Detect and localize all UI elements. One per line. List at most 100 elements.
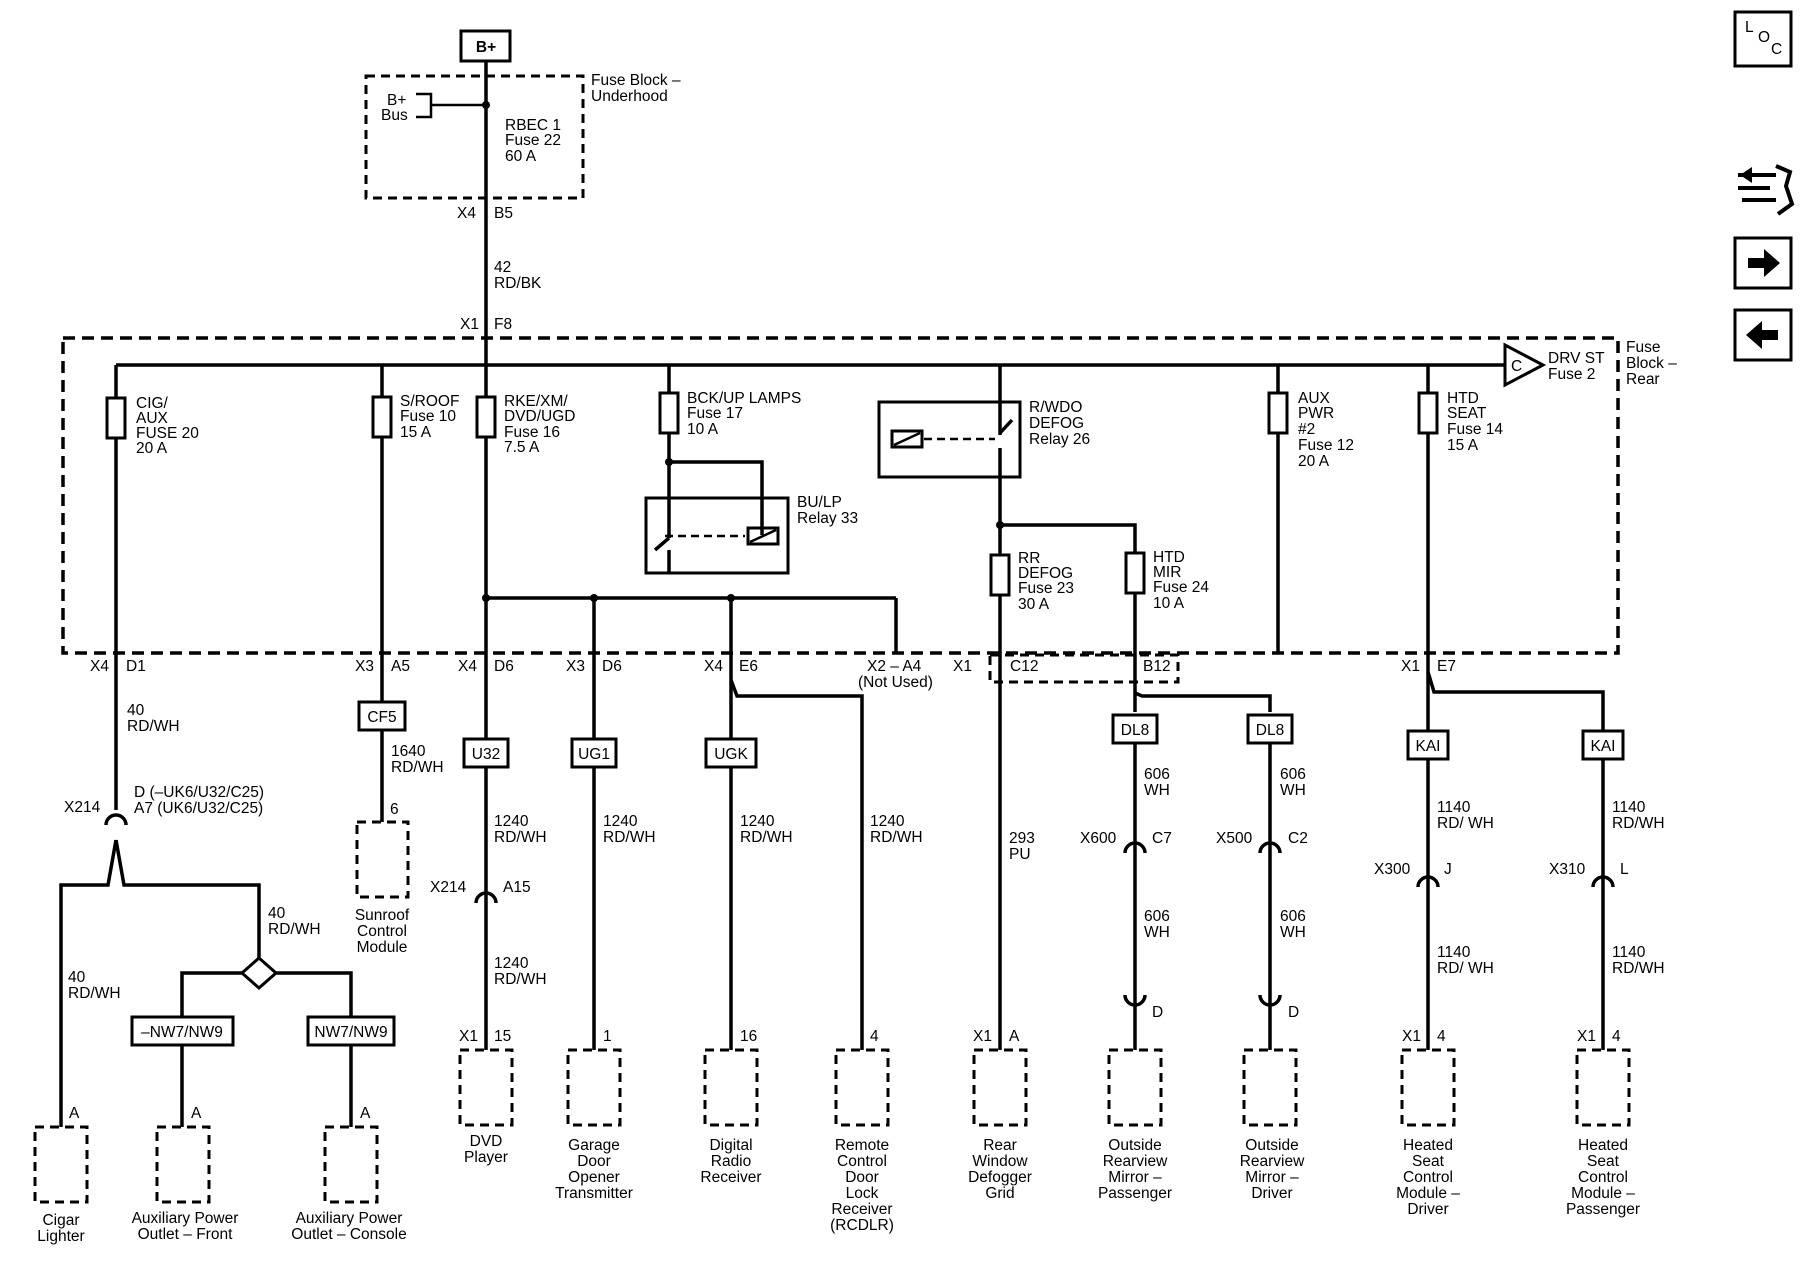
dvd-1: DVD bbox=[470, 1133, 503, 1150]
splice-diamond bbox=[239, 955, 279, 991]
hsd-3: Control bbox=[1403, 1169, 1453, 1186]
battery-positive-label: B+ bbox=[476, 39, 496, 56]
option-ug1-label: UG1 bbox=[578, 746, 610, 763]
rke-fuse-4: 7.5 A bbox=[504, 439, 540, 456]
option-cf5-label: CF5 bbox=[367, 709, 396, 726]
rke-fuse-2: DVD/UGD bbox=[504, 408, 575, 425]
rcdlr-2: Control bbox=[837, 1153, 887, 1170]
w40c-2: RD/WH bbox=[68, 985, 121, 1002]
rke-fuse bbox=[475, 395, 497, 439]
x310-connector bbox=[1591, 875, 1615, 888]
w606d-1: 606 bbox=[1280, 908, 1306, 925]
dvd-player bbox=[458, 1048, 514, 1127]
sunroof-2: Control bbox=[357, 923, 407, 940]
option-ug1 bbox=[570, 737, 618, 769]
w40c-1: 40 bbox=[68, 969, 86, 986]
rwdo-relay-coil bbox=[890, 429, 924, 449]
w1240e-2: RD/WH bbox=[870, 829, 923, 846]
apof-pin: A bbox=[191, 1105, 202, 1122]
mird-3: Mirror – bbox=[1245, 1169, 1299, 1186]
sroof-fuse bbox=[371, 395, 393, 439]
w606d-2: WH bbox=[1280, 924, 1306, 941]
w1140c-1: 1140 bbox=[1437, 944, 1471, 961]
conn-1a: X4 bbox=[90, 658, 109, 675]
loc-c: C bbox=[1771, 41, 1782, 58]
locator-icon[interactable]: L O C bbox=[1733, 10, 1793, 68]
sroof-fuse-3: 15 A bbox=[400, 424, 432, 441]
w40b-1: 40 bbox=[268, 905, 286, 922]
feed-circuit: 42 bbox=[494, 259, 511, 276]
forward-arrow-icon[interactable] bbox=[1733, 236, 1793, 290]
digital-radio-receiver bbox=[703, 1048, 759, 1127]
apoc-1: Auxiliary Power bbox=[296, 1210, 403, 1227]
bck-fuse-2: Fuse 17 bbox=[687, 405, 743, 422]
option-dl8-d-label: DL8 bbox=[1256, 722, 1284, 739]
rwdo-relay-3: Relay 26 bbox=[1029, 431, 1090, 448]
radio-1: Digital bbox=[709, 1137, 752, 1154]
w1140a-1: 1140 bbox=[1437, 799, 1471, 816]
w1240b-1: 1240 bbox=[494, 955, 529, 972]
cigar-pin: A bbox=[69, 1105, 80, 1122]
option-nnw7-label: –NW7/NW9 bbox=[141, 1024, 223, 1041]
sunroof-3: Module bbox=[357, 939, 408, 956]
mirp-1: Outside bbox=[1108, 1137, 1161, 1154]
radio-2: Radio bbox=[711, 1153, 752, 1170]
rr-fuse-3: Fuse 23 bbox=[1018, 580, 1074, 597]
drv-st-label-1: DRV ST bbox=[1548, 350, 1605, 367]
garage-1: Garage bbox=[568, 1137, 620, 1154]
htd-seat-fuse bbox=[1417, 391, 1439, 435]
w606b-1: 606 bbox=[1280, 766, 1306, 783]
w1140b-1: 1140 bbox=[1612, 799, 1646, 816]
radio-3: Receiver bbox=[700, 1169, 761, 1186]
hsd-5: Driver bbox=[1407, 1201, 1448, 1218]
x214-a15-connector bbox=[474, 891, 498, 904]
conn-3b: D6 bbox=[494, 658, 514, 675]
w1240d-1: 1240 bbox=[740, 813, 775, 830]
w606a-2: WH bbox=[1144, 782, 1170, 799]
aux-fuse-4: Fuse 12 bbox=[1298, 437, 1354, 454]
rcdlr-4: Lock bbox=[846, 1185, 879, 1202]
option-dl8-p-label: DL8 bbox=[1121, 722, 1149, 739]
option-ugk bbox=[704, 737, 758, 769]
sroof-fuse-2: Fuse 10 bbox=[400, 408, 456, 425]
dvd-pin: 15 bbox=[494, 1028, 511, 1045]
mirror-driver bbox=[1242, 1048, 1298, 1127]
mirp-3: Mirror – bbox=[1108, 1169, 1162, 1186]
garage-2: Door bbox=[577, 1153, 611, 1170]
cig-fuse-4: 20 A bbox=[136, 440, 168, 457]
sunroof-1: Sunroof bbox=[355, 907, 410, 924]
option-kai-p-label: KAI bbox=[1591, 738, 1616, 755]
aux-fuse-1: AUX bbox=[1298, 390, 1331, 407]
conn-8: B12 bbox=[1143, 658, 1171, 675]
defog-1: Rear bbox=[983, 1137, 1017, 1154]
rcdlr-3: Door bbox=[845, 1169, 879, 1186]
rwdo-relay-2: DEFOG bbox=[1029, 415, 1084, 432]
option-nnw7 bbox=[130, 1015, 235, 1047]
option-nw7-label: NW7/NW9 bbox=[314, 1024, 387, 1041]
c12-b12-connector-outline bbox=[988, 653, 1180, 684]
feed-color: RD/BK bbox=[494, 275, 542, 292]
conn-6b: (Not Used) bbox=[858, 674, 933, 691]
rbec-fuse-label-2: Fuse 22 bbox=[505, 132, 561, 149]
bulp-relay-1: BU/LP bbox=[797, 494, 842, 511]
option-kai-driver bbox=[1406, 729, 1450, 761]
hsp-4: Module – bbox=[1571, 1185, 1635, 1202]
conn-4a: X3 bbox=[566, 658, 585, 675]
conn-2b: A5 bbox=[391, 658, 410, 675]
radio-pin: 16 bbox=[740, 1028, 757, 1045]
connector-view-icon[interactable] bbox=[1738, 164, 1795, 216]
w40a-2: RD/WH bbox=[127, 718, 180, 735]
w1140b-2: RD/WH bbox=[1612, 815, 1665, 832]
htdseat-fuse-3: Fuse 14 bbox=[1447, 421, 1503, 438]
rr-fuse-2: DEFOG bbox=[1018, 565, 1073, 582]
htdseat-fuse-1: HTD bbox=[1447, 390, 1479, 407]
hsp-5: Passenger bbox=[1566, 1201, 1640, 1218]
drv-st-c: C bbox=[1511, 358, 1522, 375]
w1240e-1: 1240 bbox=[870, 813, 905, 830]
mird-4: Driver bbox=[1251, 1185, 1292, 1202]
w1640-1: 1640 bbox=[391, 743, 426, 760]
back-arrow-icon[interactable] bbox=[1733, 308, 1793, 362]
garage-4: Transmitter bbox=[555, 1185, 633, 1202]
rcdlr-pin: 4 bbox=[870, 1028, 879, 1045]
